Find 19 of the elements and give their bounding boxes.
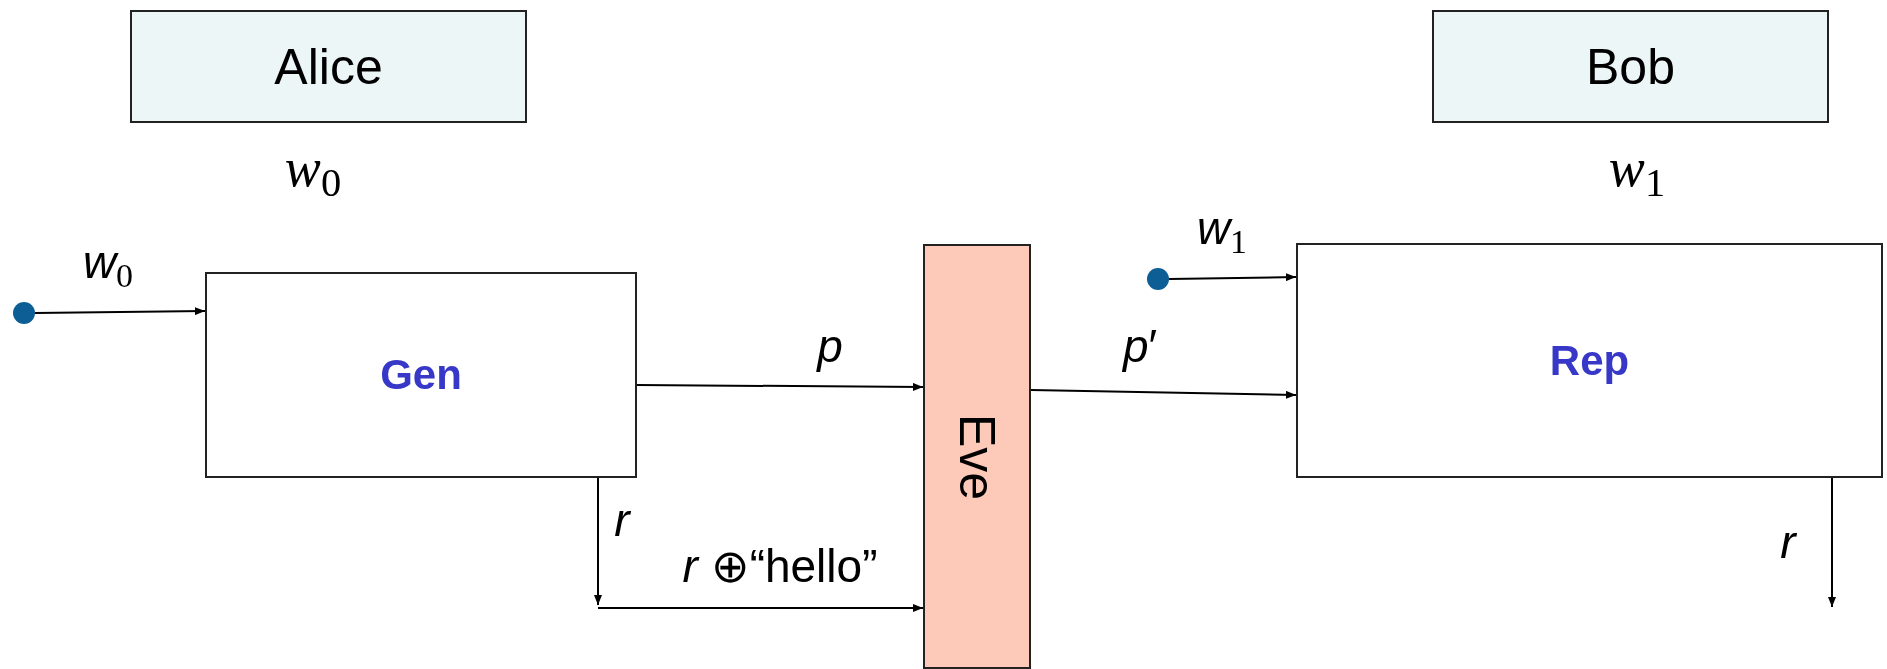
node-label: Eve xyxy=(952,413,1002,500)
arrow xyxy=(1030,389,1297,399)
arrow xyxy=(597,604,924,612)
math-label: w$_{0}$ xyxy=(284,141,342,195)
party-box xyxy=(130,10,527,123)
node-label: Rep xyxy=(1549,339,1630,382)
arrow xyxy=(1828,477,1836,608)
math-label: w$_{1}$ xyxy=(1608,141,1666,195)
party-box xyxy=(1432,10,1829,123)
node-label: Bob xyxy=(1586,41,1675,92)
arrow xyxy=(1168,273,1297,282)
adversary-bar xyxy=(923,244,1031,669)
process-box xyxy=(1296,243,1883,478)
arrow xyxy=(34,307,206,316)
arrow xyxy=(636,382,924,391)
node-label: Gen xyxy=(380,354,462,396)
arrow xyxy=(594,477,602,606)
node-label: Alice xyxy=(274,41,383,92)
process-box xyxy=(205,272,637,478)
